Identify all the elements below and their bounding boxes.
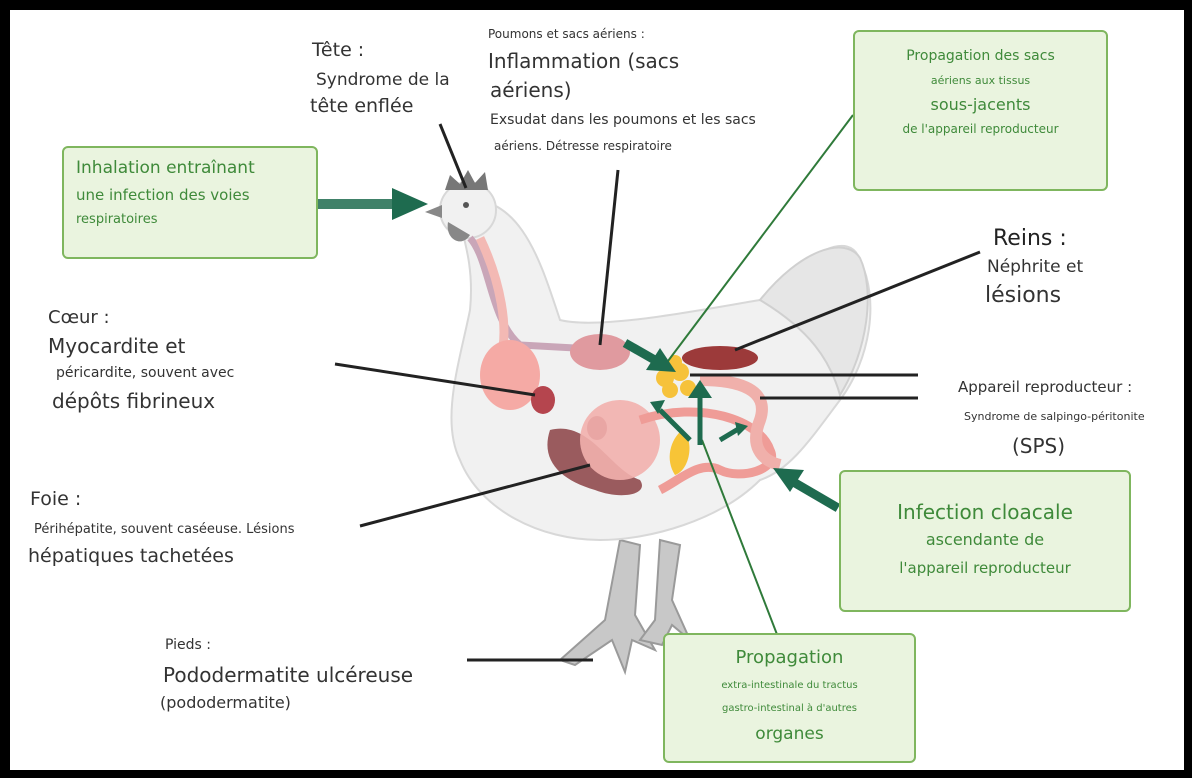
cloacale-line-1: Infection cloacale [841,500,1129,524]
beak [425,205,442,218]
eye [463,202,469,208]
poumons-line-4: aériens. Détresse respiratoire [494,140,672,154]
reins-line-2: lésions [985,283,1061,308]
foie-label: Foie : [30,489,81,511]
cloacale-box: Infection cloacale ascendante de l'appar… [839,470,1131,612]
cloacale-line-3: l'appareil reproducteur [841,559,1129,577]
appareil-line-2: (SPS) [1012,435,1065,458]
coeur-line-2: péricardite, souvent avec [56,365,234,381]
reins-label: Reins : [993,226,1067,251]
inhalation-line-3: respiratoires [76,212,304,227]
cloacal-arrow [773,468,838,508]
propagation-sacs-line-3: sous-jacents [855,95,1106,114]
foie-line-2: hépatiques tachetées [28,546,234,568]
coeur-line-1: Myocardite et [48,335,185,358]
appareil-line-1: Syndrome de salpingo-péritonite [964,411,1145,424]
gizzard [580,400,660,480]
poumons-label: Poumons et sacs aériens : [488,28,645,42]
tete-line-1: Syndrome de la [316,71,450,91]
inhalation-line-1: Inhalation entraînant [76,158,304,178]
pieds-line-2: (pododermatite) [160,694,291,712]
propagation-intest-line-4: organes [665,724,914,744]
poumons-line-3: Exsudat dans les poumons et les sacs [490,112,756,128]
propagation-sacs-line-2: aériens aux tissus [855,74,1106,87]
propagation-intest-line-3: gastro-intestinal à d'autres [665,703,914,714]
foie-line-1: Périhépatite, souvent caséeuse. Lésions [34,523,295,538]
tete-label: Tête : [312,40,364,62]
poumons-line-2: aériens) [490,79,572,102]
pieds-label: Pieds : [165,637,211,653]
coeur-label: Cœur : [48,308,110,329]
reins-line-1: Néphrite et [987,258,1083,278]
appareil-label: Appareil reproducteur : [958,379,1132,396]
cloacale-line-2: ascendante de [841,530,1129,549]
propagation-intest-box: Propagation extra-intestinale du tractus… [663,633,916,763]
heart [531,386,555,414]
kidney [682,346,758,370]
crop [480,340,540,410]
propagation-intest-line-2: extra-intestinale du tractus [665,680,914,691]
coeur-line-3: dépôts fibrineux [52,390,215,413]
poumons-pointer [600,170,618,345]
poumons-line-1: Inflammation (sacs [488,50,679,73]
inhalation-line-2: une infection des voies [76,186,304,204]
tete-line-2: tête enflée [310,96,413,118]
propagation-sacs-box: Propagation des sacs aériens aux tissus … [853,30,1108,191]
propagation-intest-line-1: Propagation [665,647,914,668]
pieds-line-1: Pododermatite ulcéreuse [163,664,413,687]
inhalation-arrow [318,188,428,220]
propagation-sacs-line-1: Propagation des sacs [855,48,1106,64]
propagation-sacs-line-4: de l'appareil reproducteur [855,122,1106,136]
inhalation-box: Inhalation entraînant une infection des … [62,146,318,259]
